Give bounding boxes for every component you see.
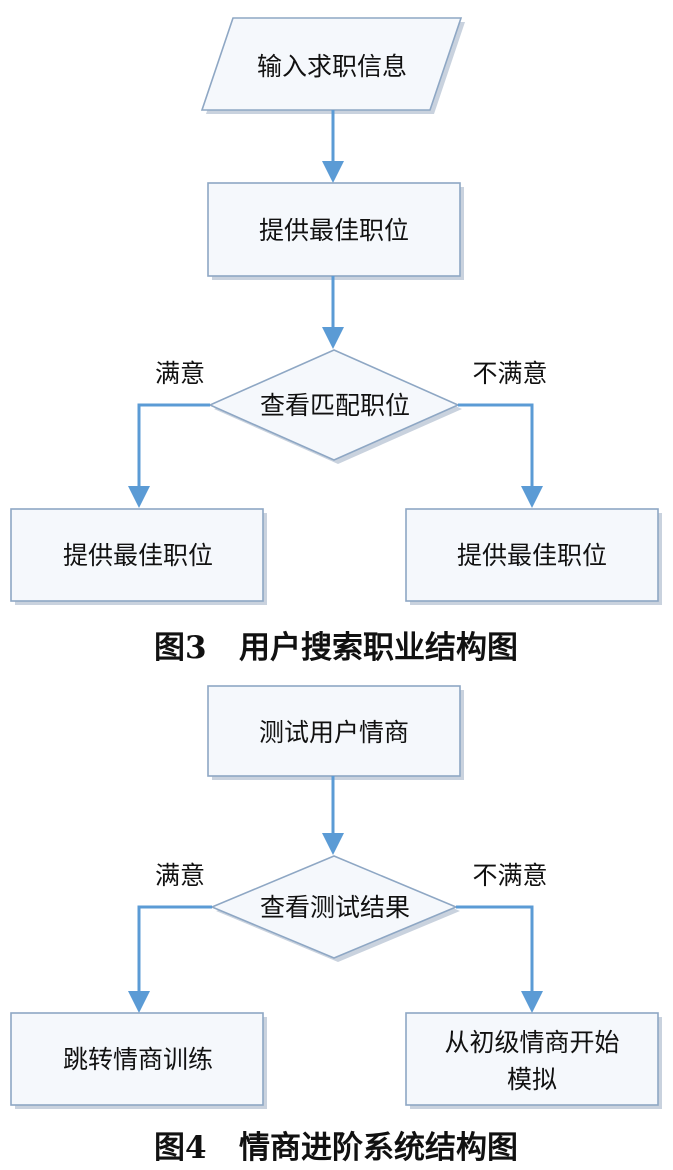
fig3-left-branch-label: 满意 (155, 359, 205, 388)
fig3-edge-input-provide (322, 110, 344, 183)
fig3-left-result-node: 提供最佳职位 (10, 508, 267, 605)
fig4-caption: 图4 情商进阶系统结构图 (154, 1130, 518, 1166)
fig4-left-branch-label: 满意 (155, 861, 205, 890)
fig3-right-branch-label: 不满意 (472, 359, 547, 388)
fig4-edge-right (456, 905, 543, 1013)
fig4-left-result-node: 跳转情商训练 (10, 1012, 267, 1109)
fig4-decision-label: 查看测试结果 (260, 893, 410, 922)
fig3-decision-node: 查看匹配职位 (208, 349, 462, 464)
fig4-edge-left (128, 905, 212, 1013)
figure4: 测试用户情商 查看测试结果 满意 不满意 跳转情商训练 (10, 685, 662, 1166)
fig3-input-node: 输入求职信息 (200, 17, 465, 114)
fig3-edge-right (458, 403, 543, 508)
fig4-decision-node: 查看测试结果 (209, 855, 460, 962)
fig4-edge-test-decision (322, 776, 344, 855)
fig3-input-label: 输入求职信息 (257, 52, 407, 81)
fig3-right-result-node: 提供最佳职位 (405, 508, 662, 605)
fig4-left-result-label: 跳转情商训练 (63, 1045, 213, 1074)
fig3-left-result-label: 提供最佳职位 (63, 541, 213, 570)
fig3-right-result-label: 提供最佳职位 (457, 541, 607, 570)
fig3-decision-label: 查看匹配职位 (260, 391, 410, 420)
fig3-provide-label: 提供最佳职位 (259, 216, 409, 245)
fig4-test-node: 测试用户情商 (207, 685, 464, 780)
fig3-edge-provide-decision (322, 276, 344, 349)
fig4-right-result-label-line2: 模拟 (507, 1065, 557, 1094)
fig3-provide-node: 提供最佳职位 (207, 182, 464, 280)
fig4-test-label: 测试用户情商 (259, 718, 409, 747)
fig4-right-branch-label: 不满意 (472, 861, 547, 890)
fig3-edge-left (128, 403, 210, 508)
fig3-caption: 图3 用户搜索职业结构图 (154, 630, 518, 666)
fig4-right-result-node: 从初级情商开始 模拟 (405, 1012, 662, 1109)
fig4-right-result-label-line1: 从初级情商开始 (444, 1028, 619, 1057)
figure3: 输入求职信息 提供最佳职位 查看匹配职位 满意 (10, 17, 662, 666)
